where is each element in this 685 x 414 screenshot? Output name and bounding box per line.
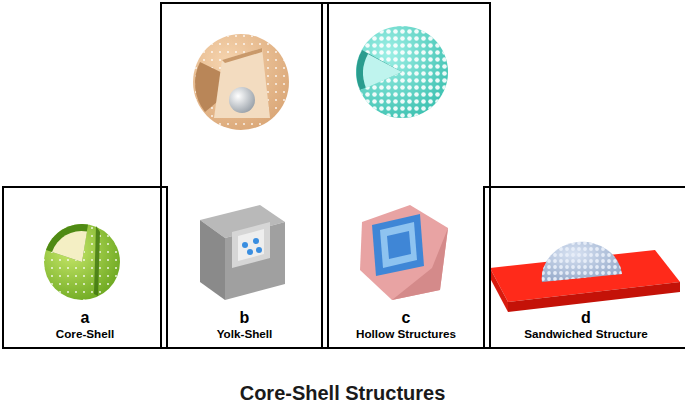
- yolk-shell-cube: [200, 205, 285, 300]
- panel-letter: b: [162, 309, 327, 326]
- panel-label: Hollow Structures: [323, 326, 489, 341]
- core-shell-sphere: [44, 224, 120, 300]
- panel-caption: cHollow Structures: [323, 309, 489, 341]
- panel-box: aCore-Shell: [2, 186, 168, 349]
- panel-letter: a: [4, 309, 166, 326]
- panel-box: dSandwiched Structure: [483, 186, 685, 349]
- panel-box: bYolk-Shell: [160, 2, 329, 349]
- hollow-polyhedron: [360, 205, 448, 300]
- panel-letter: c: [323, 309, 489, 326]
- yolk-shell-sphere: [193, 34, 289, 130]
- panel-caption: bYolk-Shell: [162, 309, 327, 341]
- panel-letter: d: [485, 309, 685, 326]
- panel-label: Core-Shell: [4, 326, 166, 341]
- figure-title: Core-Shell Structures: [0, 382, 685, 405]
- panel-box: cHollow Structures: [321, 2, 491, 349]
- panel-caption: aCore-Shell: [4, 309, 166, 341]
- panel-label: Yolk-Shell: [162, 326, 327, 341]
- hollow-sphere: [356, 26, 448, 118]
- sandwich-plate: [490, 242, 680, 312]
- panel-caption: dSandwiched Structure: [485, 309, 685, 341]
- panel-label: Sandwiched Structure: [485, 326, 685, 341]
